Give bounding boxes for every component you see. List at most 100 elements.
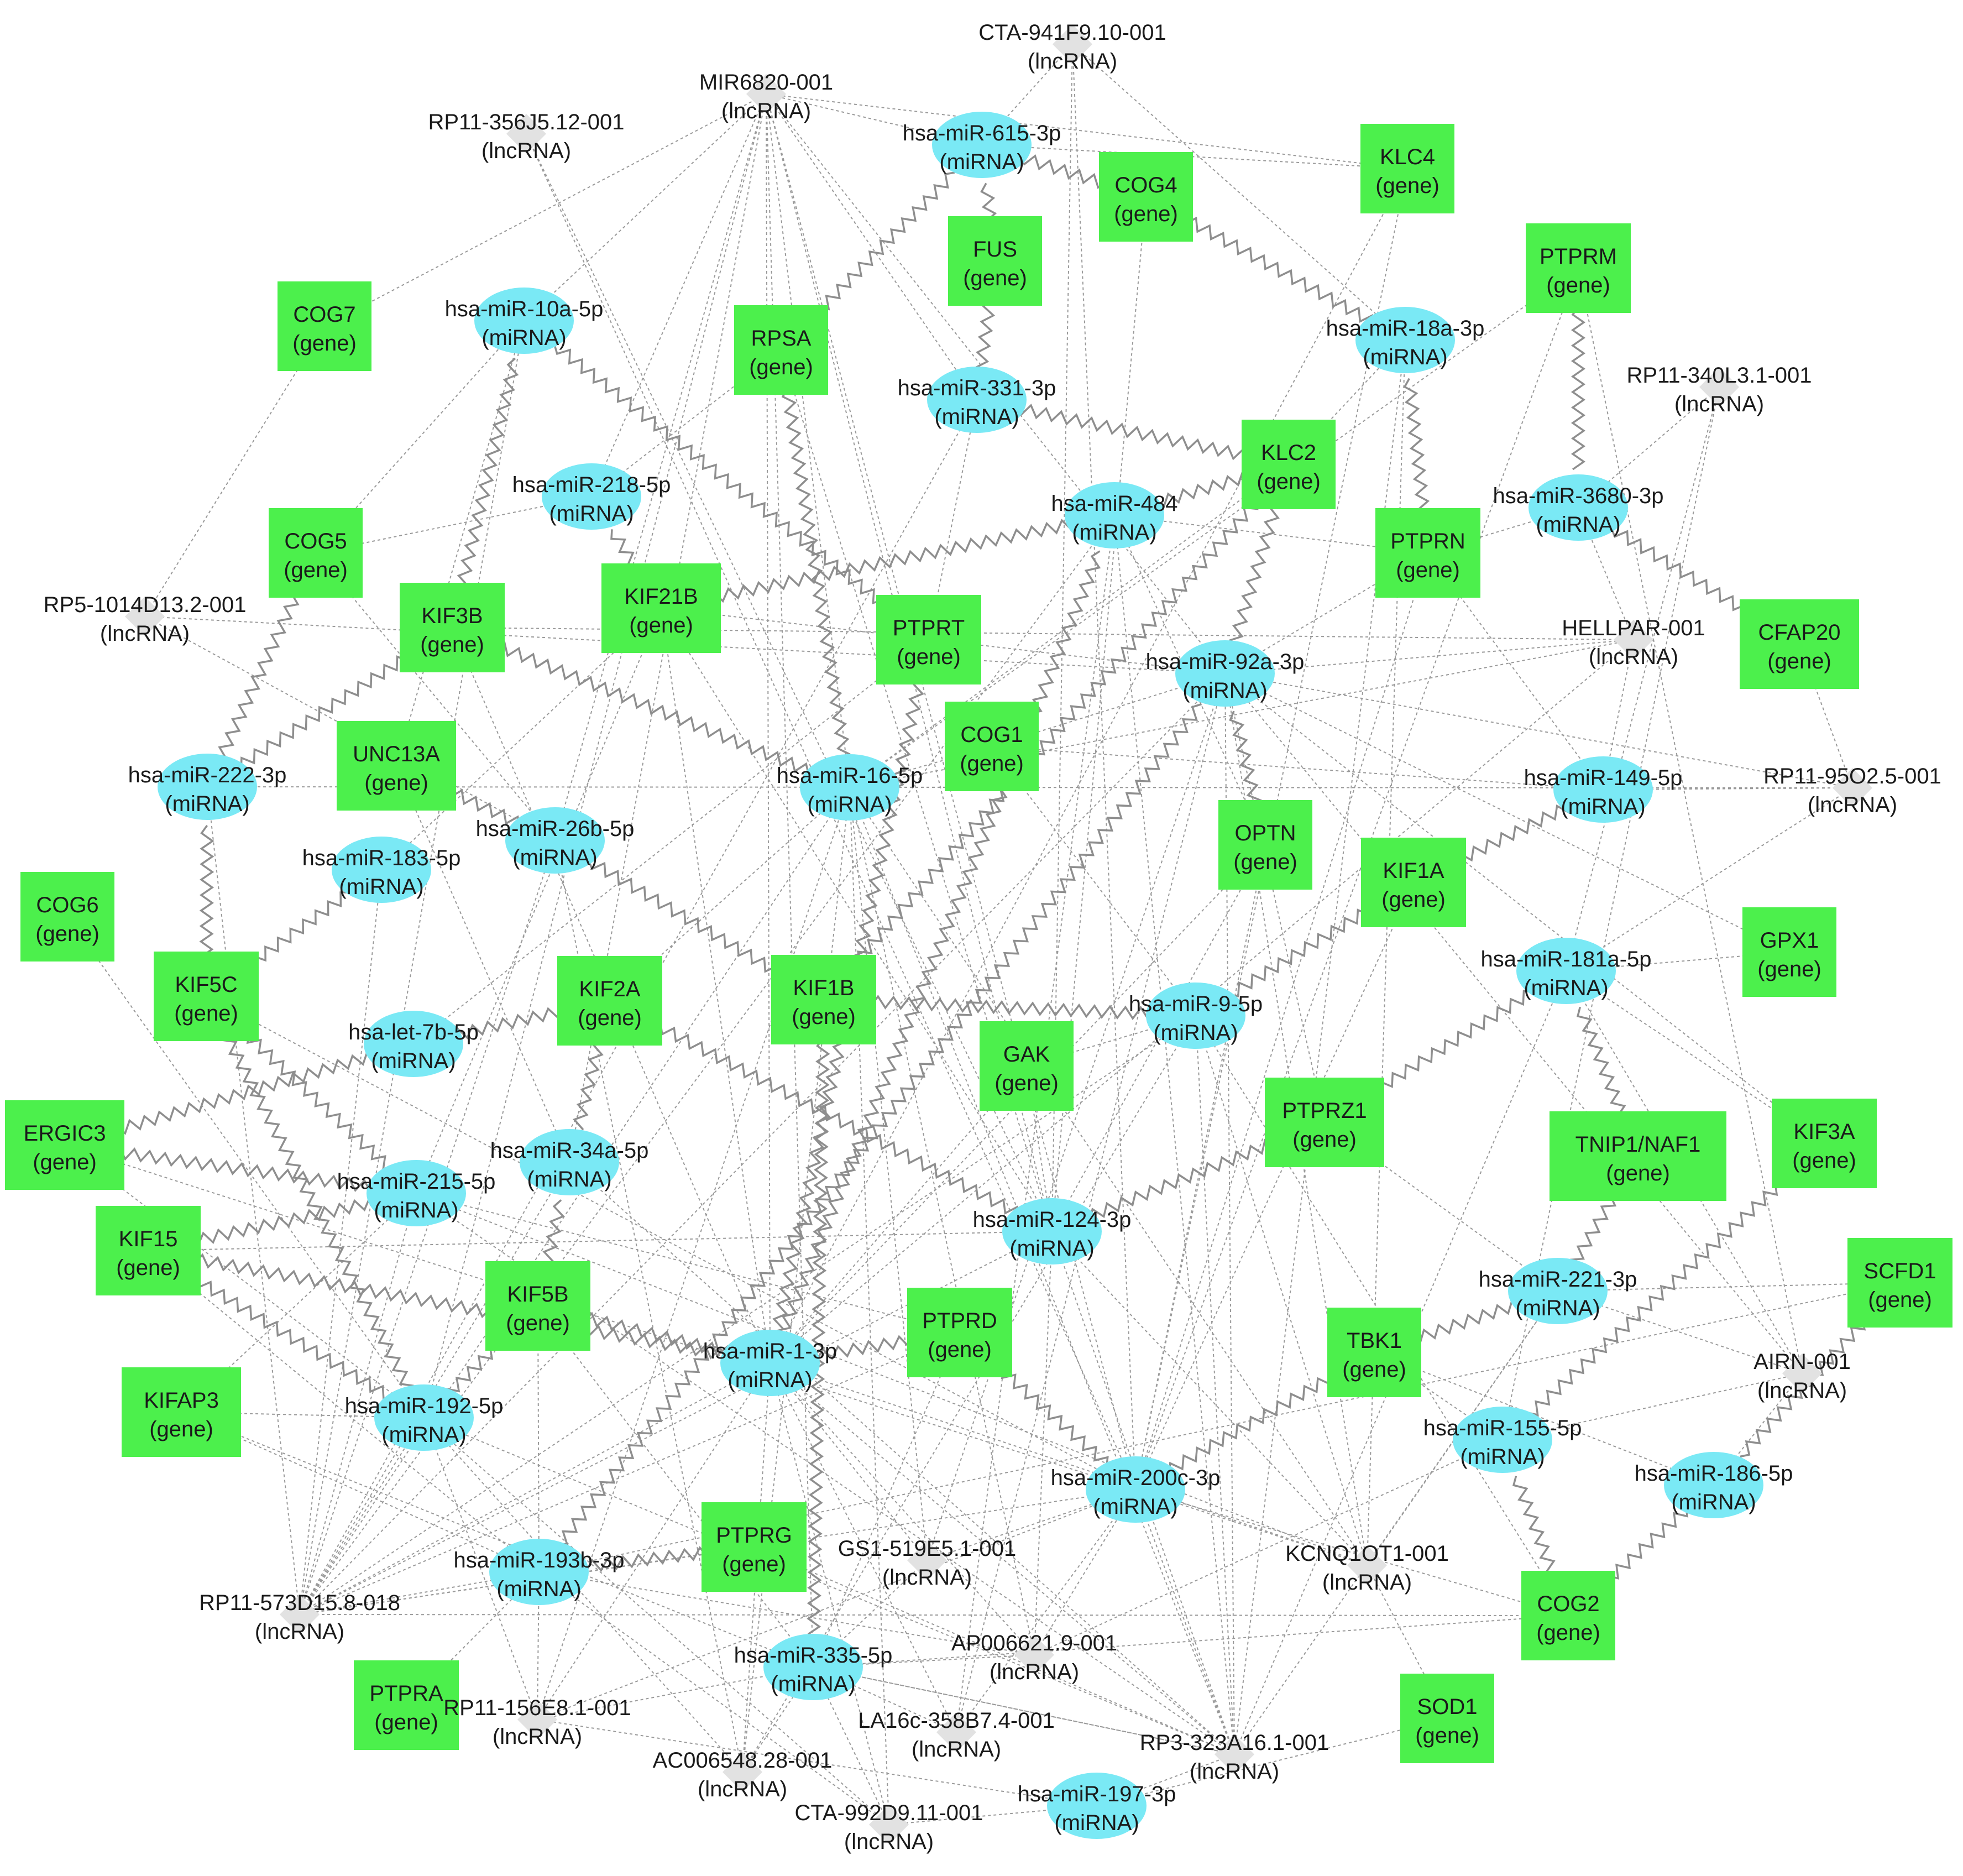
node-gpx1[interactable]: GPX1(gene) bbox=[1742, 907, 1836, 997]
node-m10a[interactable]: hsa-miR-10a-5p(miRNA) bbox=[445, 288, 604, 354]
node-ptprt[interactable]: PTPRT(gene) bbox=[876, 595, 981, 684]
node-scfd1[interactable]: SCFD1(gene) bbox=[1847, 1238, 1952, 1328]
node-hellpar[interactable]: HELLPAR-001(lncRNA) bbox=[1562, 616, 1705, 669]
node-kif5b[interactable]: KIF5B(gene) bbox=[485, 1261, 590, 1351]
node-rp1195[interactable]: RP11-95O2.5-001(lncRNA) bbox=[1763, 764, 1941, 817]
node-m335[interactable]: hsa-miR-335-5p(miRNA) bbox=[734, 1634, 893, 1700]
node-ergic3[interactable]: ERGIC3(gene) bbox=[5, 1100, 124, 1190]
node-m186[interactable]: hsa-miR-186-5p(miRNA) bbox=[1635, 1452, 1793, 1518]
node-m149[interactable]: hsa-miR-149-5p(miRNA) bbox=[1524, 756, 1683, 823]
node-rp11156[interactable]: RP11-156E8.1-001(lncRNA) bbox=[443, 1696, 631, 1749]
edge-la16c-m335 bbox=[813, 1666, 957, 1733]
node-m221[interactable]: hsa-miR-221-3p(miRNA) bbox=[1479, 1258, 1637, 1324]
node-airn[interactable]: AIRN-001(lncRNA) bbox=[1753, 1350, 1851, 1403]
node-m200c[interactable]: hsa-miR-200c-3p(miRNA) bbox=[1051, 1456, 1221, 1523]
mirna-node-ellipse bbox=[367, 1160, 466, 1226]
node-m215[interactable]: hsa-miR-215-5p(miRNA) bbox=[337, 1160, 496, 1226]
node-m26b[interactable]: hsa-miR-26b-5p(miRNA) bbox=[476, 807, 635, 874]
node-sod1[interactable]: SOD1(gene) bbox=[1400, 1674, 1494, 1763]
edge-rp11573-m34a bbox=[299, 1162, 570, 1615]
node-tbk1[interactable]: TBK1(gene) bbox=[1327, 1308, 1421, 1397]
mirna-node-ellipse bbox=[1146, 983, 1245, 1049]
node-kif5c[interactable]: KIF5C(gene) bbox=[154, 952, 259, 1041]
node-m18a[interactable]: hsa-miR-18a-3p(miRNA) bbox=[1326, 307, 1485, 373]
node-ap006[interactable]: AP006621.9-001(lncRNA) bbox=[951, 1631, 1117, 1684]
node-optn[interactable]: OPTN(gene) bbox=[1218, 800, 1312, 890]
node-m34a[interactable]: hsa-miR-34a-5p(miRNA) bbox=[490, 1129, 649, 1195]
node-type-label: (gene) bbox=[1381, 887, 1446, 912]
node-ptprn[interactable]: PTPRN(gene) bbox=[1375, 508, 1480, 598]
node-m218[interactable]: hsa-miR-218-5p(miRNA) bbox=[512, 463, 671, 530]
node-kif1b[interactable]: KIF1B(gene) bbox=[771, 955, 876, 1044]
node-rpsa[interactable]: RPSA(gene) bbox=[734, 305, 828, 395]
node-ptpra[interactable]: PTPRA(gene) bbox=[354, 1660, 459, 1750]
node-cog4[interactable]: COG4(gene) bbox=[1099, 152, 1193, 242]
node-m16[interactable]: hsa-miR-16-5p(miRNA) bbox=[777, 754, 923, 821]
node-rp5[interactable]: RP5-1014D13.2-001(lncRNA) bbox=[44, 593, 247, 646]
node-cog1[interactable]: COG1(gene) bbox=[945, 702, 1039, 791]
node-type-label: (gene) bbox=[994, 1071, 1059, 1095]
node-m181a[interactable]: hsa-miR-181a-5p(miRNA) bbox=[1480, 938, 1652, 1004]
node-gs1[interactable]: GS1-519E5.1-001(lncRNA) bbox=[838, 1537, 1016, 1590]
node-let7b[interactable]: hsa-let-7b-5p(miRNA) bbox=[348, 1011, 479, 1077]
node-cta941[interactable]: CTA-941F9.10-001(lncRNA) bbox=[978, 20, 1166, 74]
node-kif3b[interactable]: KIF3B(gene) bbox=[400, 583, 505, 672]
node-m9[interactable]: hsa-miR-9-5p(miRNA) bbox=[1129, 983, 1263, 1049]
node-name: COG4 bbox=[1114, 173, 1177, 197]
node-klc4[interactable]: KLC4(gene) bbox=[1360, 124, 1454, 213]
node-kif2a[interactable]: KIF2A(gene) bbox=[557, 956, 662, 1046]
node-m615[interactable]: hsa-miR-615-3p(miRNA) bbox=[903, 112, 1061, 178]
edge-rp1195-m92a bbox=[1224, 673, 1853, 788]
node-m124[interactable]: hsa-miR-124-3p(miRNA) bbox=[973, 1198, 1132, 1264]
mirna-node-ellipse bbox=[520, 1129, 619, 1195]
node-ptprz1[interactable]: PTPRZ1(gene) bbox=[1265, 1078, 1384, 1167]
node-kif3a[interactable]: KIF3A(gene) bbox=[1772, 1099, 1877, 1188]
node-rp11356[interactable]: RP11-356J5.12-001(lncRNA) bbox=[428, 110, 624, 163]
node-kcnq[interactable]: KCNQ1OT1-001(lncRNA) bbox=[1285, 1541, 1449, 1595]
node-tnip1[interactable]: TNIP1/NAF1(gene) bbox=[1550, 1111, 1726, 1201]
node-kif15[interactable]: KIF15(gene) bbox=[96, 1206, 201, 1295]
node-m193b[interactable]: hsa-miR-193b-3p(miRNA) bbox=[453, 1539, 625, 1605]
node-rp3[interactable]: RP3-323A16.1-001(lncRNA) bbox=[1140, 1731, 1329, 1784]
node-kif1a[interactable]: KIF1A(gene) bbox=[1361, 838, 1466, 927]
edge-rp11156-m16 bbox=[537, 787, 850, 1720]
node-type-label: (miRNA) bbox=[807, 792, 892, 817]
gene-node-box bbox=[1526, 223, 1631, 313]
node-cta992[interactable]: CTA-992D9.11-001(lncRNA) bbox=[795, 1801, 983, 1854]
node-m3680[interactable]: hsa-miR-3680-3p(miRNA) bbox=[1493, 474, 1664, 541]
node-mir6820[interactable]: MIR6820-001(lncRNA) bbox=[699, 70, 833, 123]
node-unc13a[interactable]: UNC13A(gene) bbox=[337, 721, 456, 811]
node-cog5[interactable]: COG5(gene) bbox=[269, 508, 363, 598]
node-m1[interactable]: hsa-miR-1-3p(miRNA) bbox=[703, 1330, 837, 1396]
node-klc2[interactable]: KLC2(gene) bbox=[1242, 420, 1336, 509]
node-m222[interactable]: hsa-miR-222-3p(miRNA) bbox=[128, 754, 287, 820]
node-kifap3[interactable]: KIFAP3(gene) bbox=[122, 1367, 241, 1457]
node-m92a[interactable]: hsa-miR-92a-3p(miRNA) bbox=[1146, 640, 1305, 707]
node-fus[interactable]: FUS(gene) bbox=[948, 216, 1042, 306]
node-m331[interactable]: hsa-miR-331-3p(miRNA) bbox=[898, 367, 1056, 433]
zigzag-edge-kif5c-m215 bbox=[233, 1022, 397, 1171]
edge-ac006-m192 bbox=[423, 1417, 743, 1773]
gene-node-box bbox=[945, 702, 1039, 791]
edge-m124-kif15 bbox=[148, 1231, 1053, 1251]
lncrna-node-diamond bbox=[506, 114, 546, 154]
node-m484[interactable]: hsa-miR-484(miRNA) bbox=[1051, 482, 1178, 548]
node-la16c[interactable]: LA16c-358B7.4-001(lncRNA) bbox=[858, 1708, 1055, 1762]
node-m197[interactable]: hsa-miR-197-3p(miRNA) bbox=[1018, 1773, 1176, 1839]
node-m155[interactable]: hsa-miR-155-5p(miRNA) bbox=[1423, 1407, 1582, 1473]
node-cog2[interactable]: COG2(gene) bbox=[1521, 1571, 1615, 1660]
node-ac006[interactable]: AC006548.28-001(lncRNA) bbox=[653, 1748, 833, 1801]
node-ptprm[interactable]: PTPRM(gene) bbox=[1526, 223, 1631, 313]
node-cog6[interactable]: COG6(gene) bbox=[20, 872, 114, 961]
node-kif21b[interactable]: KIF21B(gene) bbox=[601, 563, 721, 653]
node-cog7[interactable]: COG7(gene) bbox=[278, 281, 371, 371]
node-ptprg[interactable]: PTPRG(gene) bbox=[702, 1502, 807, 1592]
node-rp11340[interactable]: RP11-340L3.1-001(lncRNA) bbox=[1626, 363, 1812, 416]
node-rp11573[interactable]: RP11-573D15.8-018(lncRNA) bbox=[199, 1591, 400, 1644]
node-gak[interactable]: GAK(gene) bbox=[980, 1021, 1074, 1111]
node-m183[interactable]: hsa-miR-183-5p(miRNA) bbox=[302, 837, 461, 903]
node-ptprd[interactable]: PTPRD(gene) bbox=[907, 1288, 1012, 1377]
node-cfap20[interactable]: CFAP20(gene) bbox=[1740, 599, 1859, 689]
node-m192[interactable]: hsa-miR-192-5p(miRNA) bbox=[345, 1384, 504, 1451]
edge-rp11156-m1 bbox=[537, 1362, 771, 1720]
